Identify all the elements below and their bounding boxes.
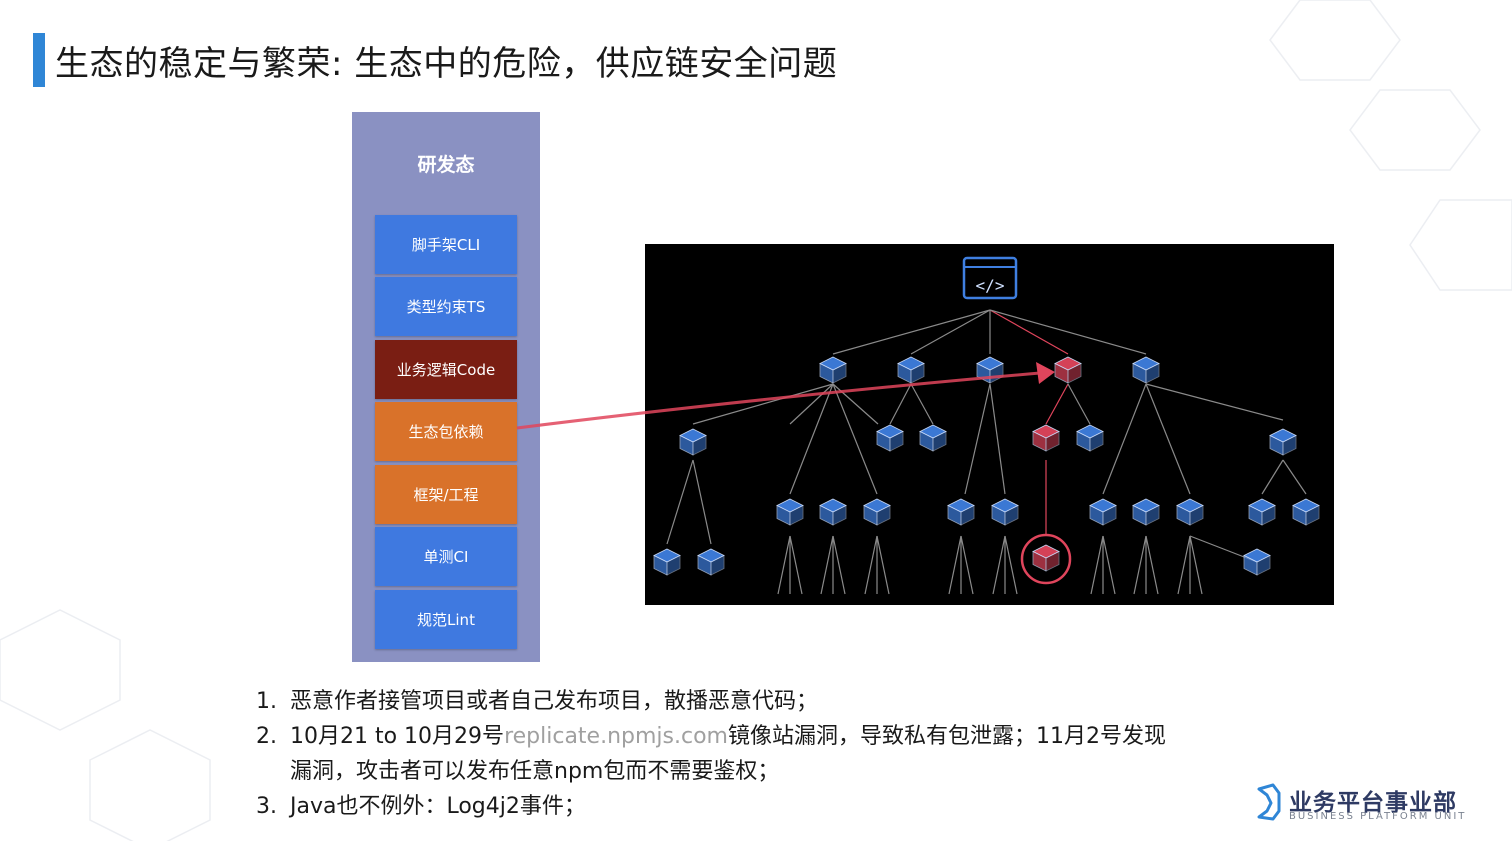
layer-lint: 规范Lint bbox=[375, 590, 517, 649]
page-title: 生态的稳定与繁荣: 生态中的危险，供应链安全问题 bbox=[55, 44, 838, 84]
brand-name: 业务平台事业部 bbox=[1289, 790, 1457, 816]
package-cube-icon bbox=[1076, 424, 1104, 452]
tree-edge bbox=[1102, 383, 1147, 495]
dev-state-stack: 研发态 脚手架CLI 类型约束TS 业务逻辑Code 生态包依赖 框架/工程 单… bbox=[352, 112, 540, 662]
tree-edge bbox=[876, 535, 890, 595]
package-cube-icon bbox=[876, 424, 904, 452]
malicious-highlight-ring bbox=[1020, 533, 1072, 585]
package-cube-icon bbox=[819, 498, 847, 526]
tree-edge bbox=[789, 535, 803, 595]
tree-edge bbox=[910, 383, 934, 425]
list-item-continued: 漏洞，攻击者可以发布任意npm包而不需要鉴权； bbox=[256, 754, 1266, 789]
layer-business-code: 业务逻辑Code bbox=[375, 340, 517, 399]
package-cube-icon bbox=[679, 428, 707, 456]
tree-edge bbox=[789, 383, 834, 425]
tree-edge bbox=[832, 535, 846, 595]
list-text: 镜像站漏洞，导致私有包泄露；11月2号发现 bbox=[727, 724, 1166, 749]
tree-edge bbox=[910, 309, 991, 355]
tree-edge bbox=[789, 383, 834, 495]
package-cube-icon bbox=[1054, 356, 1082, 384]
package-cube-icon bbox=[819, 356, 847, 384]
list-text: 恶意作者接管项目或者自己发布项目，散播恶意代码； bbox=[290, 689, 819, 714]
tree-edge bbox=[1090, 535, 1104, 595]
package-cube-icon bbox=[1132, 356, 1160, 384]
layer-ci: 单测CI bbox=[375, 527, 517, 586]
tree-edge bbox=[832, 309, 991, 355]
package-cube-icon bbox=[1248, 498, 1276, 526]
tree-edge bbox=[1145, 535, 1159, 595]
tree-edge bbox=[1133, 535, 1147, 595]
package-cube-icon bbox=[1292, 498, 1320, 526]
tree-edge bbox=[964, 383, 991, 495]
tree-edge bbox=[989, 383, 1006, 495]
layer-ts: 类型约束TS bbox=[375, 277, 517, 336]
package-cube-icon bbox=[919, 424, 947, 452]
package-cube-icon bbox=[1032, 544, 1060, 572]
tree-edge bbox=[864, 535, 878, 595]
package-cube-icon bbox=[1032, 424, 1060, 452]
list-item: 1. 恶意作者接管项目或者自己发布项目，散播恶意代码； bbox=[256, 684, 1266, 719]
list-number: 2. bbox=[256, 724, 277, 749]
package-cube-icon bbox=[1089, 498, 1117, 526]
list-number: 3. bbox=[256, 794, 277, 819]
dependency-tree-svg: </> bbox=[653, 256, 1320, 595]
dependency-tree-diagram: </> bbox=[645, 244, 1334, 605]
tree-edge bbox=[889, 383, 912, 425]
tree-edge bbox=[777, 535, 791, 595]
tree-edge bbox=[989, 309, 1147, 355]
brand-logo-icon bbox=[1257, 783, 1281, 821]
tree-edge bbox=[692, 383, 834, 425]
tree-edge bbox=[960, 535, 974, 595]
tree-edge bbox=[1282, 459, 1307, 495]
attack-arrow-head bbox=[1036, 362, 1055, 384]
package-cube-icon bbox=[653, 548, 681, 576]
tree-edge bbox=[989, 309, 1069, 355]
list-text: 漏洞，攻击者可以发布任意npm包而不需要鉴权； bbox=[290, 759, 780, 784]
list-number: 1. bbox=[256, 689, 277, 714]
attack-arrow bbox=[516, 371, 1041, 430]
tree-edge bbox=[1004, 535, 1018, 595]
package-cube-icon bbox=[897, 356, 925, 384]
brand-subtitle: BUSINESS PLATFORM UNIT bbox=[1289, 811, 1467, 822]
tree-edge bbox=[666, 459, 694, 545]
package-cube-icon bbox=[991, 498, 1019, 526]
package-cube-icon bbox=[1132, 498, 1160, 526]
tree-edge bbox=[948, 535, 962, 595]
package-cube-icon bbox=[776, 498, 804, 526]
package-cube-icon bbox=[697, 548, 725, 576]
tree-edge bbox=[992, 535, 1006, 595]
tree-edge bbox=[1261, 459, 1284, 495]
tree-edge bbox=[1067, 383, 1091, 425]
layer-ecosystem-deps: 生态包依赖 bbox=[375, 402, 517, 461]
tree-edge bbox=[1145, 383, 1284, 421]
package-cube-icon bbox=[863, 498, 891, 526]
package-cube-icon bbox=[1243, 548, 1271, 576]
package-cube-icon bbox=[1176, 498, 1204, 526]
tree-edge bbox=[1102, 535, 1116, 595]
tree-edge bbox=[1045, 383, 1069, 425]
tree-edge bbox=[1189, 535, 1203, 595]
tree-edge bbox=[692, 459, 712, 545]
package-cube-icon bbox=[947, 498, 975, 526]
title-accent-bar bbox=[33, 33, 45, 87]
code-glyph: </> bbox=[976, 276, 1005, 295]
tree-edge bbox=[1177, 535, 1191, 595]
mirror-url-link[interactable]: replicate.npmjs.com bbox=[504, 724, 728, 749]
list-item: 3. Java也不例外：Log4j2事件； bbox=[256, 789, 1266, 824]
stack-heading: 研发态 bbox=[417, 154, 475, 176]
list-text: 10月21 to 10月29号 bbox=[290, 724, 505, 749]
package-cube-icon bbox=[1269, 428, 1297, 456]
list-text: Java也不例外：Log4j2事件； bbox=[290, 794, 586, 819]
tree-edge bbox=[820, 535, 834, 595]
layer-framework: 框架/工程 bbox=[375, 465, 517, 524]
tree-edge bbox=[832, 383, 878, 495]
notes-list: 1. 恶意作者接管项目或者自己发布项目，散播恶意代码； 2. 10月21 to … bbox=[256, 684, 1266, 824]
layer-cli: 脚手架CLI bbox=[375, 215, 517, 274]
tree-edge bbox=[1145, 383, 1191, 495]
